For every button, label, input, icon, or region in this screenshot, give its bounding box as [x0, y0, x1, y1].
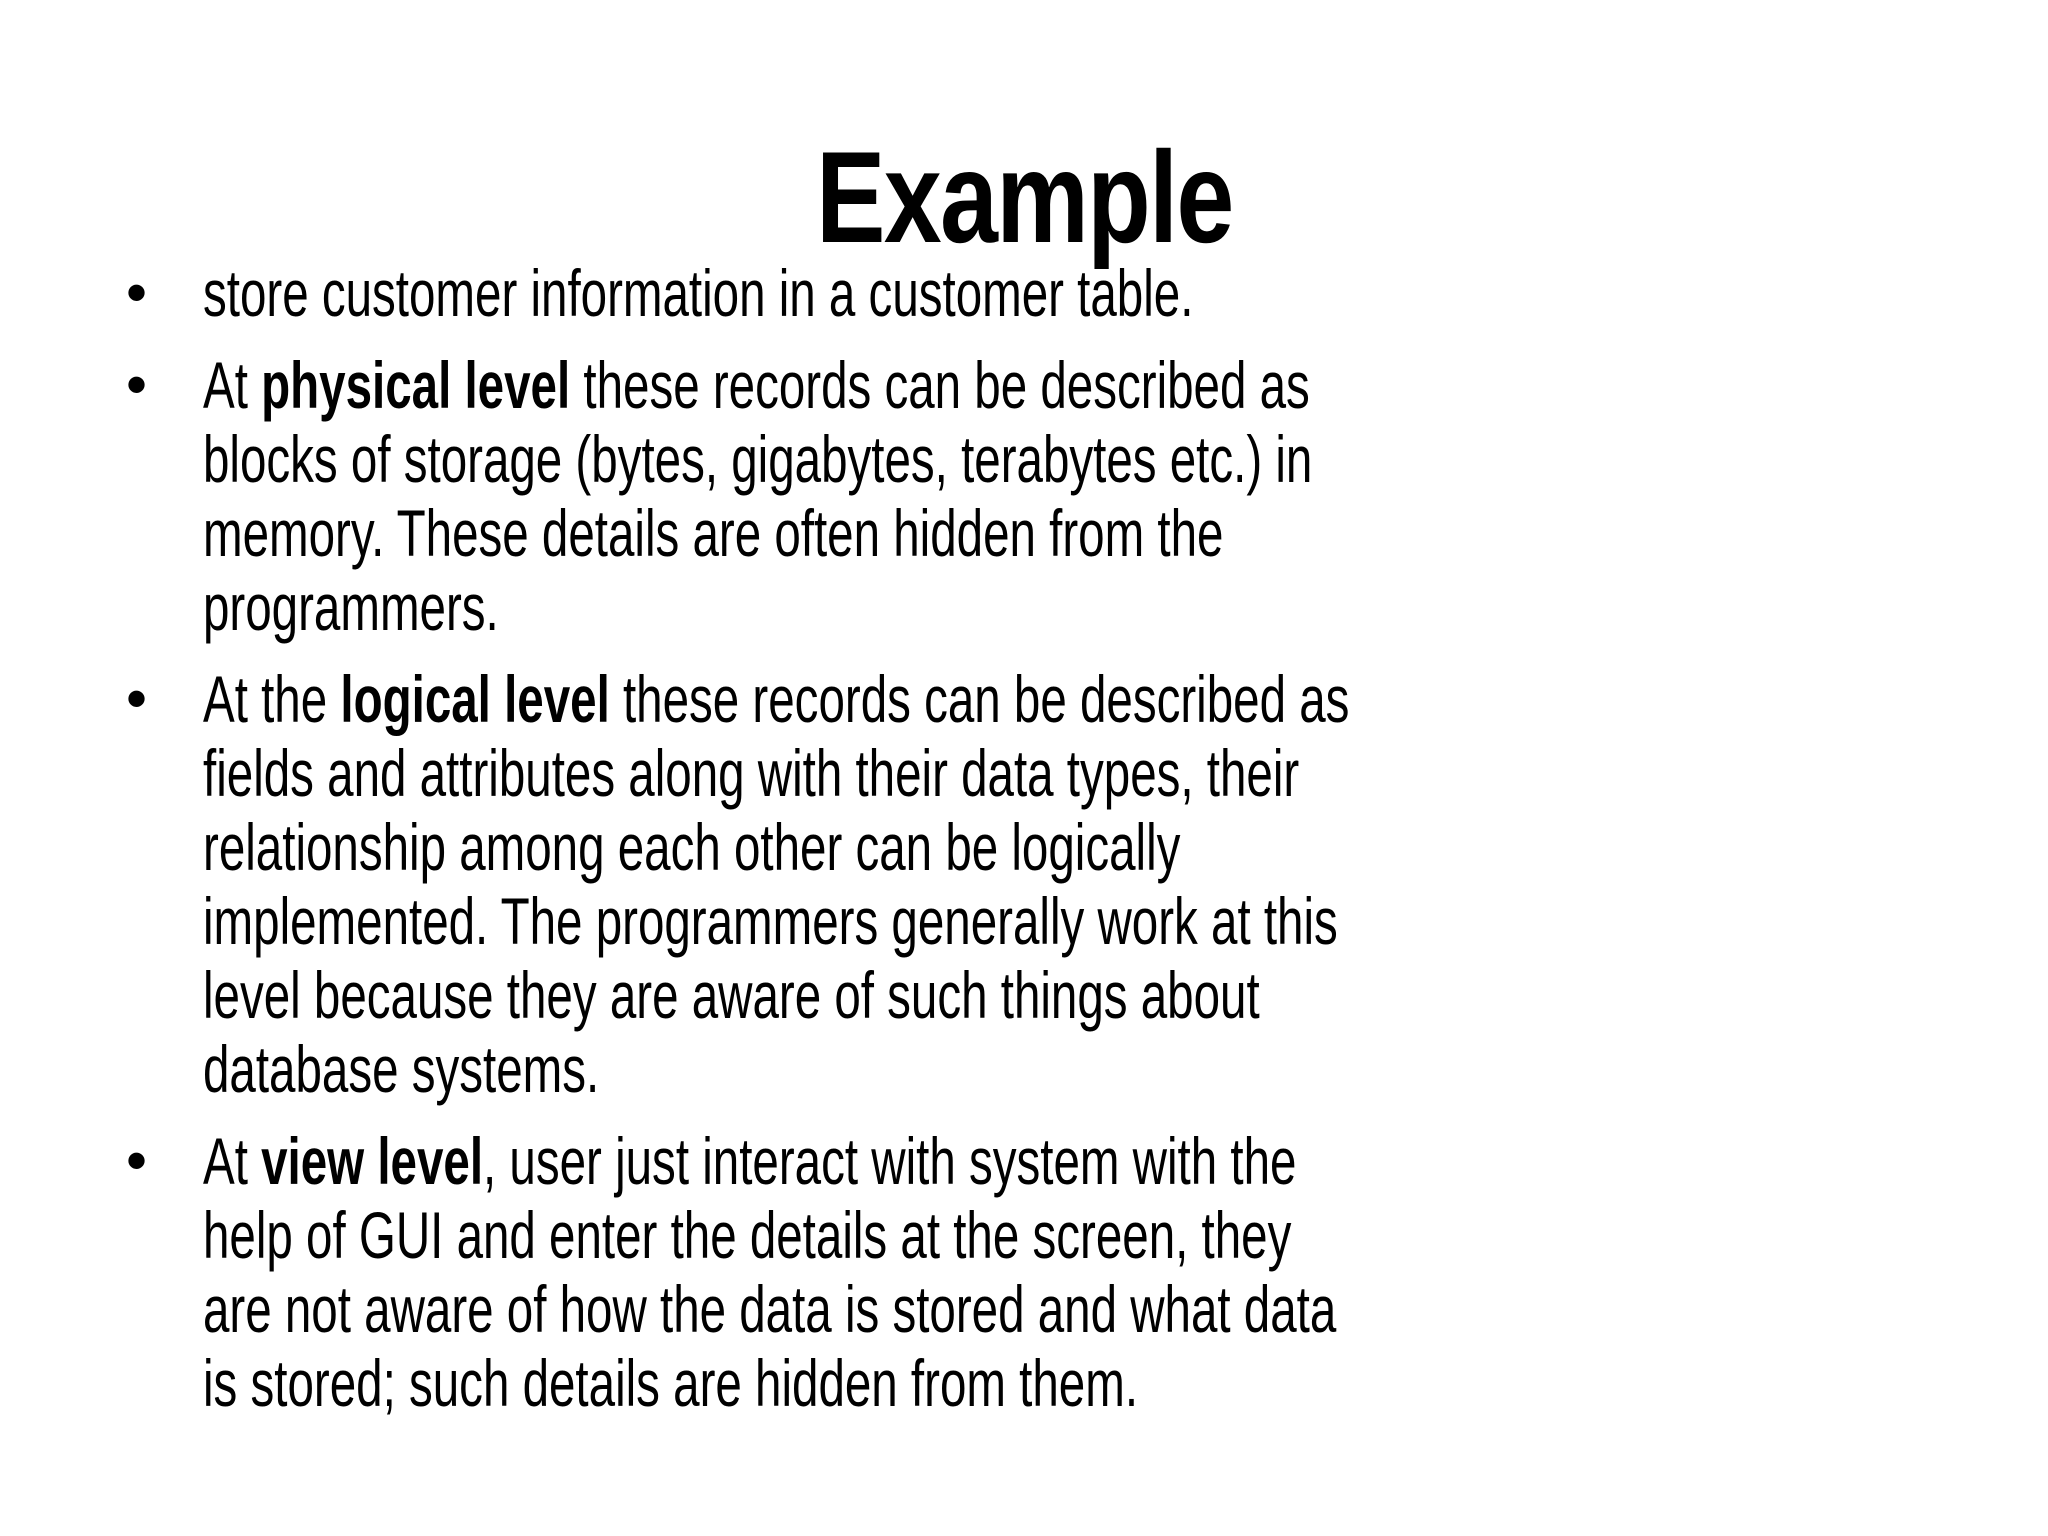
bullet-item: • At view level, user just interact with … — [0, 1124, 2048, 1420]
bullet-item: • At the logical level these records can … — [0, 662, 2048, 1106]
text-segment: At the — [203, 662, 341, 736]
text-line: memory. These details are often hidden f… — [203, 496, 1531, 570]
text-segment: relationship among each other can be log… — [203, 810, 1181, 884]
bullet-text: At physical level these records can be d… — [203, 348, 2048, 644]
text-line: programmers. — [203, 570, 1531, 644]
text-segment: memory. These details are often hidden f… — [203, 496, 1224, 570]
bullet-icon: • — [126, 351, 148, 418]
text-line: implemented. The programmers generally w… — [203, 884, 1531, 958]
bullet-text: store customer information in a customer… — [203, 256, 2048, 330]
bullet-text: At view level, user just interact with s… — [203, 1124, 2048, 1420]
text-line: relationship among each other can be log… — [203, 810, 1531, 884]
text-line: is stored; such details are hidden from … — [203, 1346, 1531, 1420]
text-segment: , user just interact with system with th… — [483, 1124, 1297, 1198]
text-line: are not aware of how the data is stored … — [203, 1272, 1531, 1346]
text-segment: database systems. — [203, 1032, 600, 1106]
text-line: help of GUI and enter the details at the… — [203, 1198, 1531, 1272]
text-segment: these records can be described as — [570, 348, 1310, 422]
text-segment: implemented. The programmers generally w… — [203, 884, 1338, 958]
bullet-item: • store customer information in a custome… — [0, 256, 2048, 330]
page-title: Example — [0, 132, 2048, 262]
page-title-text: Example — [815, 124, 1234, 270]
bullet-text: At the logical level these records can b… — [203, 662, 2048, 1106]
bullet-item: • At physical level these records can be … — [0, 348, 2048, 644]
bullet-icon: • — [126, 665, 148, 732]
text-segment: logical level — [340, 662, 610, 736]
text-line: At physical level these records can be d… — [203, 348, 1531, 422]
text-segment: blocks of storage (bytes, gigabytes, ter… — [203, 422, 1313, 496]
text-line: database systems. — [203, 1032, 1531, 1106]
text-segment: physical level — [261, 348, 571, 422]
text-line: At view level, user just interact with s… — [203, 1124, 1531, 1198]
text-line: fields and attributes along with their d… — [203, 736, 1531, 810]
bullet-list: • store customer information in a custome… — [0, 256, 2048, 1438]
text-segment: are not aware of how the data is stored … — [203, 1272, 1337, 1346]
text-segment: view level — [261, 1124, 484, 1198]
text-segment: help of GUI and enter the details at the… — [203, 1198, 1292, 1272]
text-segment: is stored; such details are hidden from … — [203, 1346, 1139, 1420]
text-segment: programmers. — [203, 570, 499, 644]
text-segment: level because they are aware of such thi… — [203, 958, 1260, 1032]
text-segment: fields and attributes along with their d… — [203, 736, 1300, 810]
text-segment: these records can be described as — [609, 662, 1350, 736]
bullet-icon: • — [126, 259, 148, 326]
text-line: store customer information in a customer… — [203, 256, 1531, 330]
text-line: level because they are aware of such thi… — [203, 958, 1531, 1032]
text-line: blocks of storage (bytes, gigabytes, ter… — [203, 422, 1531, 496]
text-segment: store customer information in a customer… — [203, 256, 1194, 330]
text-segment: At — [203, 1124, 262, 1198]
bullet-icon: • — [126, 1127, 148, 1194]
text-segment: At — [203, 348, 262, 422]
text-line: At the logical level these records can b… — [203, 662, 1531, 736]
